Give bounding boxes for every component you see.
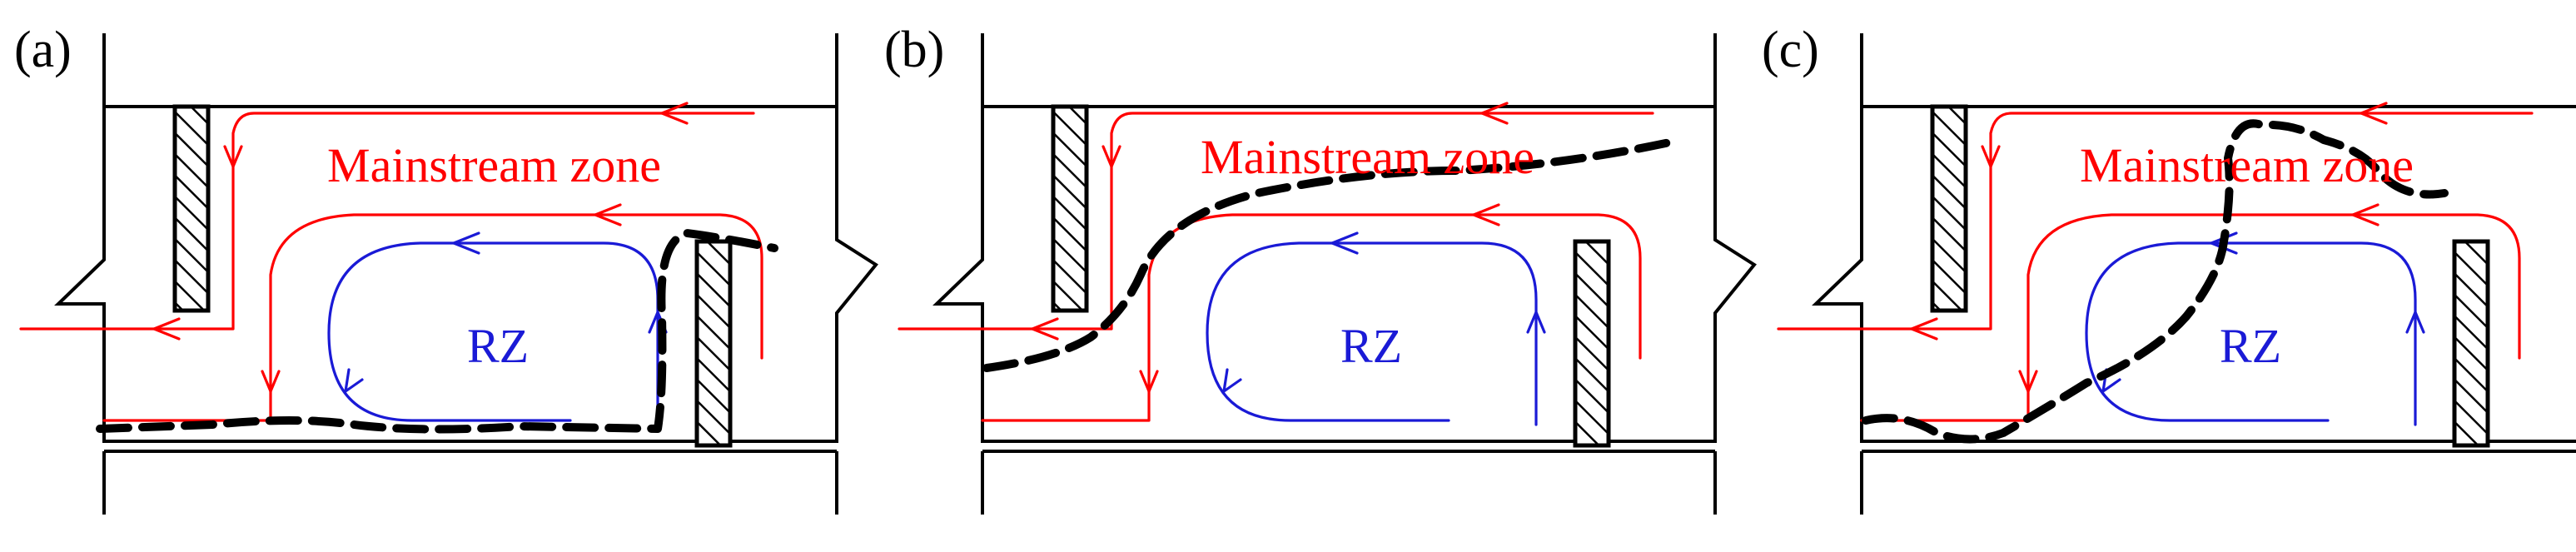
mainstream-zone-label: Mainstream zone bbox=[1201, 130, 1534, 184]
interface-line bbox=[1862, 119, 2449, 444]
channel-walls bbox=[1812, 33, 2576, 515]
panel-a: (a) Mainstream zone RZ bbox=[14, 22, 878, 515]
inlet-baffle bbox=[1930, 104, 1968, 313]
panel-label: (b) bbox=[884, 22, 944, 78]
mainstream-zone-label: Mainstream zone bbox=[2080, 138, 2414, 192]
panel-label: (c) bbox=[1762, 22, 1819, 78]
inlet-baffle bbox=[1051, 104, 1089, 313]
interface-line bbox=[982, 137, 1678, 372]
rz-label: RZ bbox=[1340, 319, 1402, 373]
interface-line bbox=[96, 229, 778, 434]
channel-walls bbox=[54, 33, 878, 515]
panel-label: (a) bbox=[14, 22, 72, 78]
mainstream-zone-label: Mainstream zone bbox=[327, 138, 661, 192]
panel-b: (b) Mainstream zone RZ bbox=[884, 22, 1757, 515]
mainstream-flow-lines bbox=[19, 102, 763, 422]
rz-label: RZ bbox=[2220, 319, 2281, 373]
panel-c: (c) Mainstream zone RZ bbox=[1762, 22, 2576, 515]
outlet-baffle bbox=[1573, 239, 1611, 448]
recirculation-flow-lines bbox=[1206, 231, 1546, 426]
channel-walls bbox=[932, 33, 1757, 515]
rz-label: RZ bbox=[467, 319, 529, 373]
mainstream-flow-lines bbox=[1777, 102, 2534, 422]
inlet-baffle bbox=[172, 104, 211, 313]
outlet-baffle bbox=[2452, 239, 2490, 448]
outlet-baffle bbox=[694, 239, 733, 448]
